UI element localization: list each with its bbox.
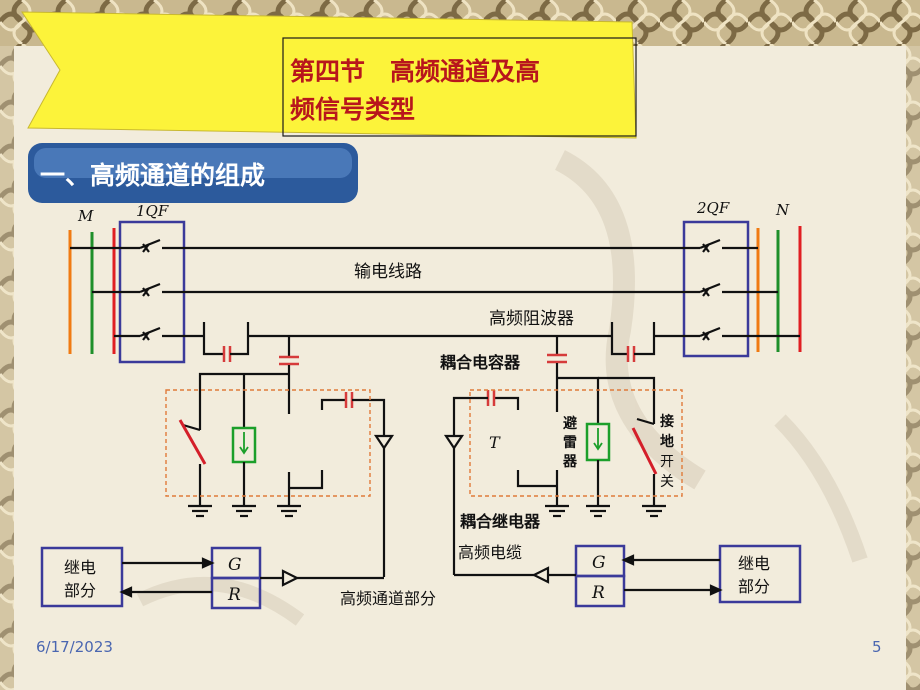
coupling-relay-label: 耦合继电器 [460, 512, 541, 531]
title-banner [21, 11, 637, 139]
r-label-left: R [227, 585, 241, 605]
arrester-char-3: 器 [562, 454, 578, 470]
section-heading: 一、高频通道的组成 [40, 161, 265, 190]
wave-trap-label: 高频阻波器 [489, 309, 574, 329]
arrester-char-1: 避 [563, 415, 577, 432]
grounding-switch-char-4: 关 [660, 474, 674, 490]
title-line-1: 第四节 高频通道及高 [290, 57, 540, 86]
g-label-right: G [592, 553, 606, 573]
coupling-capacitor-label: 耦合电容器 [440, 353, 521, 372]
g-label-left: G [228, 555, 242, 575]
breaker-2qf-frame [682, 220, 750, 358]
grounding-switch-char-3: 开 [660, 454, 674, 470]
grounding-switch-char-2: 地 [660, 433, 674, 450]
relay-part-left-line1: 继电 [64, 558, 96, 577]
slide-date: 6/17/2023 [36, 638, 113, 656]
slide-page-number: 5 [872, 638, 882, 656]
grounding-switch-char-1: 接 [660, 413, 674, 430]
left-ornamental-border [0, 0, 14, 690]
bus-m-label: M [77, 207, 94, 225]
r-label-right: R [591, 583, 605, 603]
channel-part-label: 高频通道部分 [340, 589, 436, 608]
relay-part-left-box [40, 546, 124, 608]
transformer-t-label: T [489, 433, 501, 452]
arrester-char-2: 雷 [563, 434, 577, 451]
relay-part-left-line2: 部分 [64, 581, 96, 600]
right-coupling-region [469, 389, 683, 497]
breaker-1qf-label: 1QF [136, 202, 169, 220]
title-box [282, 37, 637, 137]
relay-part-right-line2: 部分 [738, 577, 770, 596]
breaker-2qf-label: 2QF [696, 199, 730, 217]
circuit-diagram [40, 220, 802, 610]
title-line-2: 频信号类型 [290, 95, 415, 124]
bus-n-label: N [775, 201, 790, 219]
relay-part-right-box [718, 544, 802, 604]
relay-part-right-line1: 继电 [738, 554, 770, 573]
left-coupling-region [165, 389, 371, 497]
right-ornamental-border [906, 0, 920, 690]
transmission-line-label: 输电线路 [354, 262, 422, 282]
hf-cable-label: 高频电缆 [458, 543, 522, 562]
